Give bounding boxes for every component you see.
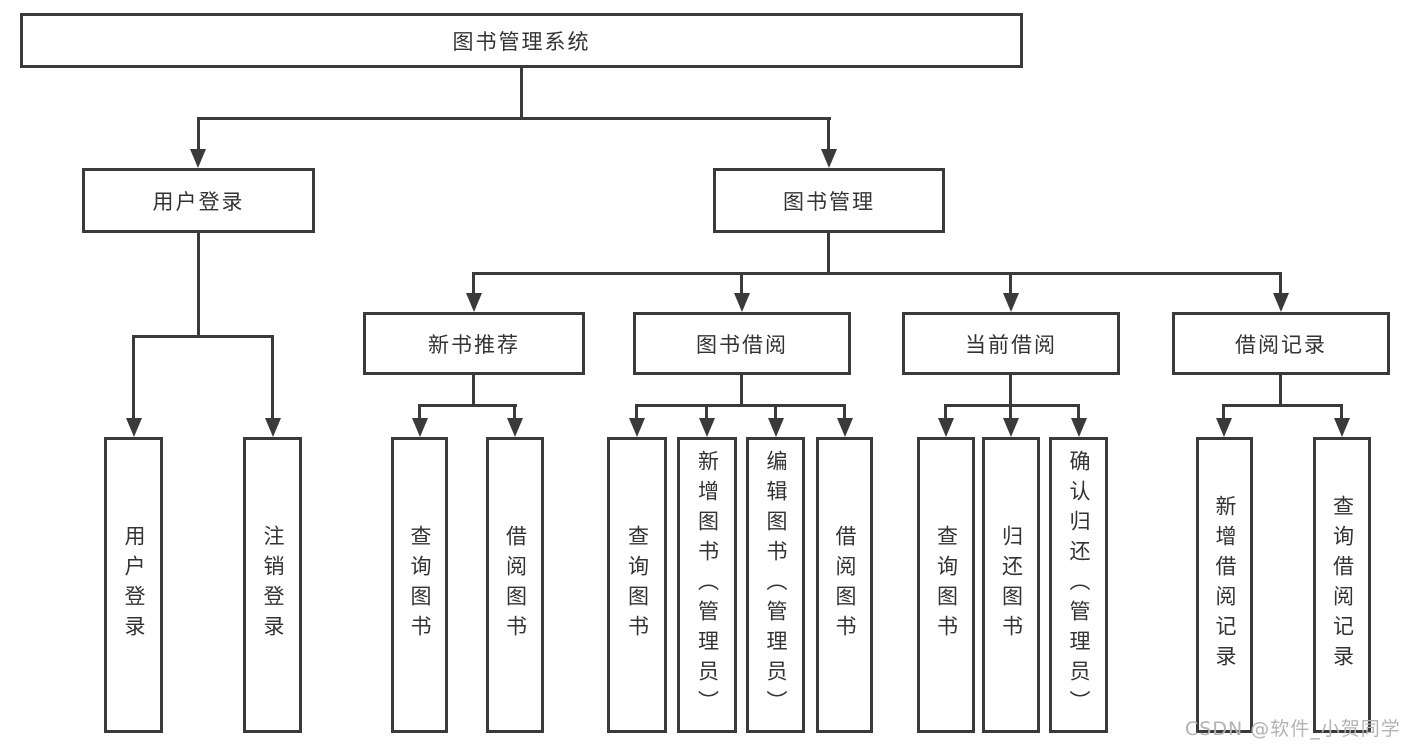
leaf-add-borrow-record-label: 新增借阅记录 <box>1213 495 1237 675</box>
arrow-down-icon <box>1334 418 1350 437</box>
connector-to-borrow-records <box>1279 272 1282 295</box>
node-book-borrow: 图书借阅 <box>633 312 851 375</box>
arrow-down-icon <box>1071 418 1087 437</box>
leaf-confirm-return-admin-label: 确认归还（管理员） <box>1067 450 1091 720</box>
arrow-down-icon <box>837 418 853 437</box>
connector-leaf-stub <box>843 404 846 421</box>
arrow-down-icon <box>412 418 428 437</box>
leaf-add-books-admin-label: 新增图书（管理员） <box>695 450 720 720</box>
connector-borrow-records-stem <box>1279 375 1282 407</box>
leaf-query-books-current-label: 查询图书 <box>934 525 959 645</box>
connector-leaf-stub <box>1340 404 1343 421</box>
node-user-login: 用户登录 <box>82 168 315 233</box>
connector-book-borrow-branch <box>635 404 845 407</box>
arrow-down-icon <box>821 149 837 168</box>
connector-user-login-branch <box>132 335 274 338</box>
connector-book-management-branch <box>472 272 1282 275</box>
arrow-down-icon <box>699 418 715 437</box>
leaf-confirm-return-admin: 确认归还（管理员） <box>1049 437 1108 733</box>
node-root-label: 图书管理系统 <box>452 29 591 54</box>
node-new-book-recommend-label: 新书推荐 <box>428 332 520 357</box>
node-book-management-label: 图书管理 <box>783 189 875 214</box>
node-new-book-recommend: 新书推荐 <box>363 312 585 375</box>
connector-leaf-stub <box>513 404 516 421</box>
leaf-borrow-books-recommend: 借阅图书 <box>486 437 544 733</box>
node-borrow-records: 借阅记录 <box>1172 312 1390 375</box>
connector-leaf-stub <box>418 404 421 421</box>
csdn-watermark: CSDN @软件_小贺同学 <box>1185 718 1401 740</box>
leaf-return-books: 归还图书 <box>982 437 1040 733</box>
connector-leaf-stub <box>774 404 777 421</box>
connector-borrow-records-branch <box>1222 404 1343 407</box>
node-book-borrow-label: 图书借阅 <box>696 332 788 357</box>
arrow-down-icon <box>1003 293 1019 312</box>
connector-leaf-stub <box>1009 404 1012 421</box>
connector-leaf-stub <box>1077 404 1080 421</box>
connector-leaf-stub <box>635 404 638 421</box>
arrow-down-icon <box>190 149 206 168</box>
leaf-edit-books-admin: 编辑图书（管理员） <box>746 437 805 733</box>
leaf-logout-label: 注销登录 <box>261 525 285 645</box>
leaf-query-books-recommend-label: 查询图书 <box>408 525 432 645</box>
node-book-management: 图书管理 <box>713 168 945 233</box>
node-user-login-label: 用户登录 <box>152 189 245 214</box>
arrow-down-icon <box>938 418 954 437</box>
connector-root-to-book-management <box>827 117 830 153</box>
arrow-down-icon <box>734 293 750 312</box>
connector-new-book-recommend-branch <box>418 404 517 407</box>
node-borrow-records-label: 借阅记录 <box>1235 332 1327 357</box>
leaf-return-books-label: 归还图书 <box>999 525 1024 645</box>
connector-leaf-stub <box>1222 404 1225 421</box>
leaf-query-borrow-record-label: 查询借阅记录 <box>1330 495 1355 675</box>
connector-to-leaf-user-login <box>132 335 135 420</box>
connector-leaf-stub <box>944 404 947 421</box>
connector-to-new-book-recommend <box>472 272 475 295</box>
connector-book-borrow-stem <box>740 375 743 407</box>
leaf-add-books-admin: 新增图书（管理员） <box>677 437 737 733</box>
leaf-user-login-label: 用户登录 <box>122 525 146 645</box>
leaf-query-books-borrow-label: 查询图书 <box>625 525 650 645</box>
connector-new-book-recommend-stem <box>472 375 475 407</box>
arrow-down-icon <box>1216 418 1232 437</box>
arrow-down-icon <box>1003 418 1019 437</box>
connector-leaf-stub <box>705 404 708 421</box>
leaf-logout: 注销登录 <box>243 437 302 733</box>
node-current-borrow: 当前借阅 <box>902 312 1120 375</box>
node-current-borrow-label: 当前借阅 <box>965 332 1057 357</box>
arrow-down-icon <box>265 418 281 437</box>
connector-current-borrow-stem <box>1009 375 1012 407</box>
connector-user-login-stem <box>197 233 200 338</box>
leaf-query-books-borrow: 查询图书 <box>607 437 667 733</box>
leaf-borrow-books-borrow-label: 借阅图书 <box>833 525 857 645</box>
leaf-query-books-current: 查询图书 <box>917 437 975 733</box>
leaf-borrow-books-recommend-label: 借阅图书 <box>503 525 528 645</box>
connector-root-to-user-login <box>197 117 200 153</box>
leaf-query-borrow-record: 查询借阅记录 <box>1313 437 1371 733</box>
leaf-user-login: 用户登录 <box>104 437 163 733</box>
arrow-down-icon <box>1273 293 1289 312</box>
connector-to-leaf-logout <box>271 335 274 420</box>
arrow-down-icon <box>507 418 523 437</box>
leaf-borrow-books-borrow: 借阅图书 <box>816 437 873 733</box>
connector-root-branch <box>197 117 831 120</box>
arrow-down-icon <box>768 418 784 437</box>
arrow-down-icon <box>629 418 645 437</box>
leaf-add-borrow-record: 新增借阅记录 <box>1196 437 1253 733</box>
connector-root-stem <box>520 68 523 118</box>
leaf-query-books-recommend: 查询图书 <box>391 437 448 733</box>
arrow-down-icon <box>126 418 142 437</box>
connector-book-management-stem <box>827 233 830 275</box>
node-root: 图书管理系统 <box>20 13 1023 68</box>
leaf-edit-books-admin-label: 编辑图书（管理员） <box>764 450 788 720</box>
connector-to-book-borrow <box>740 272 743 295</box>
arrow-down-icon <box>466 293 482 312</box>
connector-to-current-borrow <box>1009 272 1012 295</box>
